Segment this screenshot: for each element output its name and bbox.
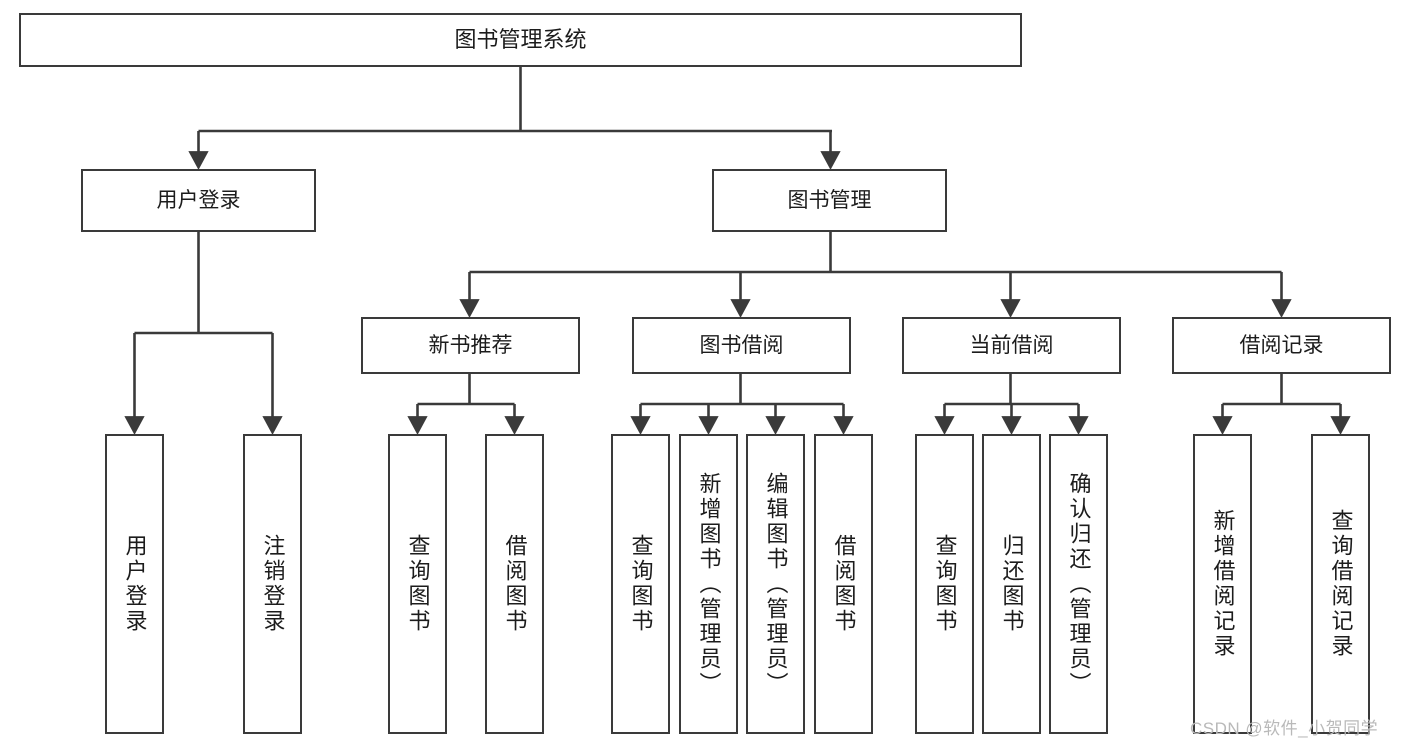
node-leaf-return-book[interactable]: 归还图书: [982, 434, 1041, 734]
node-book-management[interactable]: 图书管理: [712, 169, 947, 232]
node-leaf-query-book-borrow[interactable]: 查询图书: [611, 434, 670, 734]
node-leaf-query-book-current-label: 查询图书: [932, 534, 958, 634]
node-book-borrow[interactable]: 图书借阅: [632, 317, 851, 374]
node-user-login[interactable]: 用户登录: [81, 169, 316, 232]
csdn-watermark: CSDN @软件_小贺同学: [1190, 719, 1379, 738]
node-root-book-management-system[interactable]: 图书管理系统: [19, 13, 1022, 67]
node-leaf-query-borrow-record-label: 查询借阅记录: [1328, 509, 1354, 659]
node-leaf-borrow-book-recommend[interactable]: 借阅图书: [485, 434, 544, 734]
node-book-management-label: 图书管理: [787, 188, 872, 212]
node-leaf-borrow-book-recommend-label: 借阅图书: [502, 534, 528, 634]
node-leaf-add-borrow-record[interactable]: 新增借阅记录: [1193, 434, 1252, 734]
node-borrow-record[interactable]: 借阅记录: [1172, 317, 1391, 374]
node-leaf-add-book-admin-label: 新增图书（管理员）: [696, 471, 722, 697]
node-borrow-record-label: 借阅记录: [1239, 333, 1324, 357]
node-leaf-edit-book-admin[interactable]: 编辑图书（管理员）: [746, 434, 805, 734]
node-leaf-borrow-book-label: 借阅图书: [831, 534, 857, 634]
node-leaf-logout[interactable]: 注销登录: [243, 434, 302, 734]
node-current-borrow[interactable]: 当前借阅: [902, 317, 1121, 374]
node-leaf-query-book-borrow-label: 查询图书: [628, 534, 654, 634]
node-leaf-query-book-recommend[interactable]: 查询图书: [388, 434, 447, 734]
node-leaf-edit-book-admin-label: 编辑图书（管理员）: [763, 471, 789, 697]
node-leaf-add-borrow-record-label: 新增借阅记录: [1210, 509, 1236, 659]
node-leaf-confirm-return-admin-label: 确认归还（管理员）: [1066, 471, 1092, 697]
node-leaf-query-borrow-record[interactable]: 查询借阅记录: [1311, 434, 1370, 734]
node-leaf-logout-label: 注销登录: [260, 534, 286, 634]
node-user-login-label: 用户登录: [156, 188, 241, 212]
node-leaf-user-login-label: 用户登录: [122, 534, 148, 634]
node-leaf-query-book-current[interactable]: 查询图书: [915, 434, 974, 734]
node-new-book-recommend[interactable]: 新书推荐: [361, 317, 580, 374]
node-leaf-confirm-return-admin[interactable]: 确认归还（管理员）: [1049, 434, 1108, 734]
node-leaf-user-login[interactable]: 用户登录: [105, 434, 164, 734]
node-leaf-add-book-admin[interactable]: 新增图书（管理员）: [679, 434, 738, 734]
node-leaf-return-book-label: 归还图书: [999, 534, 1025, 634]
node-current-borrow-label: 当前借阅: [969, 333, 1054, 357]
node-new-book-recommend-label: 新书推荐: [428, 333, 513, 357]
node-leaf-borrow-book[interactable]: 借阅图书: [814, 434, 873, 734]
node-root-label: 图书管理系统: [454, 26, 587, 52]
node-book-borrow-label: 图书借阅: [699, 333, 784, 357]
node-leaf-query-book-recommend-label: 查询图书: [405, 534, 431, 634]
